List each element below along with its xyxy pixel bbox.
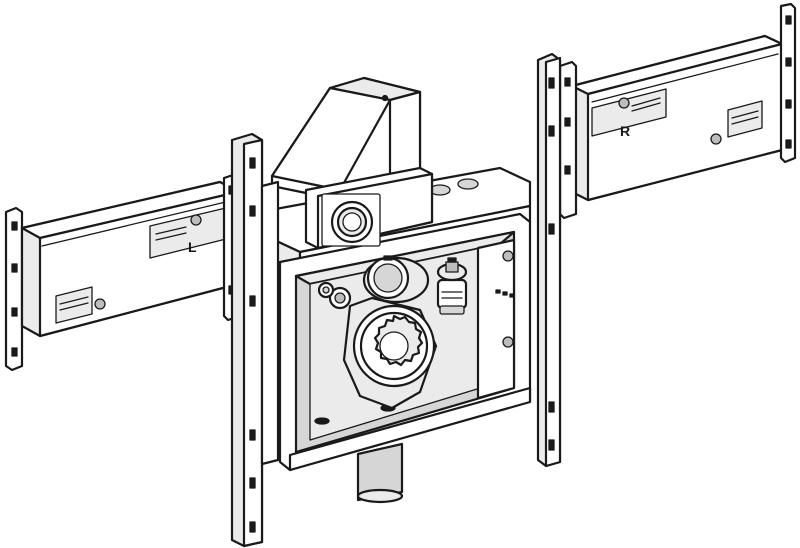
top-hole-2 (457, 178, 479, 190)
left-arm-sticker-bottom (55, 286, 93, 324)
internal-valves (317, 255, 468, 410)
left-label: L (188, 239, 197, 255)
flow-valve (436, 257, 468, 315)
right-arm-sticker-bottom (727, 100, 763, 138)
elbow-connector (270, 76, 434, 250)
left-arm-screw (190, 214, 202, 226)
drain-pipe (356, 442, 404, 504)
left-bracket-arm: L (4, 172, 242, 372)
right-arm-sticker-top (591, 88, 667, 137)
pipe-fitting-small (317, 281, 352, 310)
left-vertical-post (230, 132, 280, 548)
right-arm-screw (618, 97, 630, 109)
pipe-outlet-icon (321, 193, 381, 247)
right-vertical-post (536, 52, 562, 468)
left-arm-screw-2 (94, 298, 106, 310)
right-bracket-arm: R (558, 2, 797, 220)
right-label: R (620, 123, 630, 139)
right-arm-screw-2 (710, 133, 722, 145)
valve-top (362, 255, 430, 304)
valve-main (342, 296, 438, 410)
